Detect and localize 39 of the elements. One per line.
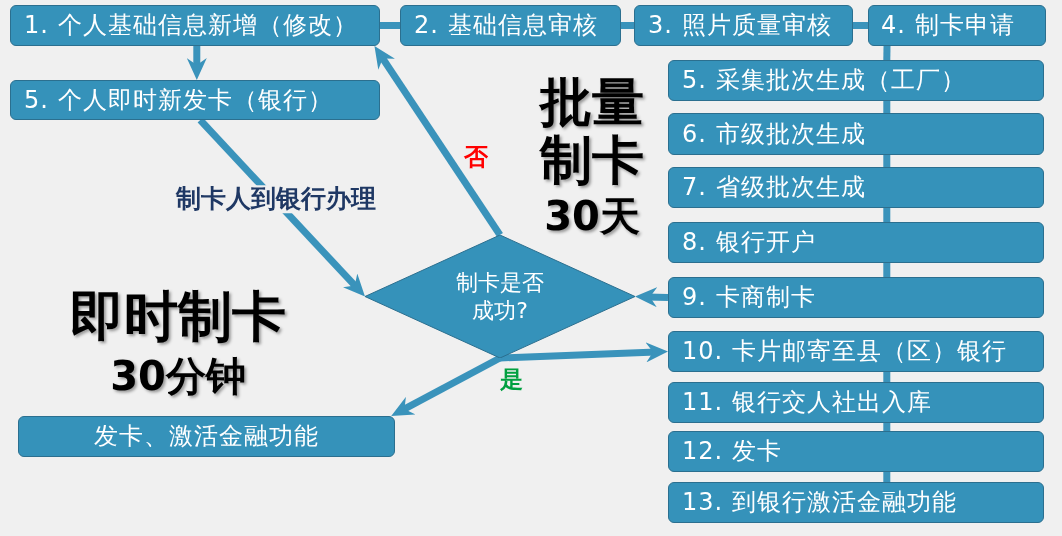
connector-line [883, 45, 891, 61]
process-box: 5. 个人即时新发卡（银行） [10, 80, 380, 120]
connector-line [853, 22, 868, 29]
process-box: 12. 发卡 [668, 431, 1044, 472]
arrow [197, 117, 365, 297]
process-box: 1. 个人基础信息新增（修改） [10, 5, 380, 46]
connector-line [883, 155, 891, 167]
decision-diamond: 制卡是否成功? [365, 235, 635, 358]
process-box: 11. 银行交人社出入库 [668, 382, 1044, 423]
arrow [499, 342, 668, 363]
connector-line [883, 423, 891, 431]
edge-label: 是 [496, 367, 526, 393]
connector-line [883, 472, 891, 482]
connector-line [621, 22, 634, 29]
process-box: 4. 制卡申请 [868, 5, 1046, 46]
process-box: 3. 照片质量审核 [634, 5, 853, 46]
process-box: 10. 卡片邮寄至县（区）银行 [668, 331, 1044, 372]
process-box: 7. 省级批次生成 [668, 167, 1044, 208]
section-heading: 即时制卡 [69, 287, 287, 347]
process-box: 8. 银行开户 [668, 222, 1044, 263]
connector-line [883, 208, 891, 222]
connector-line [883, 101, 891, 113]
process-box: 5. 采集批次生成（工厂） [668, 60, 1044, 101]
arrow [635, 287, 669, 308]
edge-label: 否 [461, 143, 491, 171]
arrow [374, 46, 503, 237]
process-box: 6. 市级批次生成 [668, 113, 1044, 155]
process-box: 发卡、激活金融功能 [18, 416, 395, 457]
section-heading: 批量制卡 [538, 73, 645, 189]
process-box: 13. 到银行激活金融功能 [668, 482, 1044, 523]
process-box: 9. 卡商制卡 [668, 277, 1044, 318]
connector-line [380, 22, 400, 29]
connector-line [883, 263, 891, 277]
arrow [186, 46, 207, 80]
edge-label: 制卡人到银行办理 [173, 185, 379, 213]
connector-line [883, 372, 891, 382]
arrow [391, 354, 502, 417]
process-box: 2. 基础信息审核 [400, 5, 621, 46]
duration-label: 30分钟 [109, 353, 247, 399]
